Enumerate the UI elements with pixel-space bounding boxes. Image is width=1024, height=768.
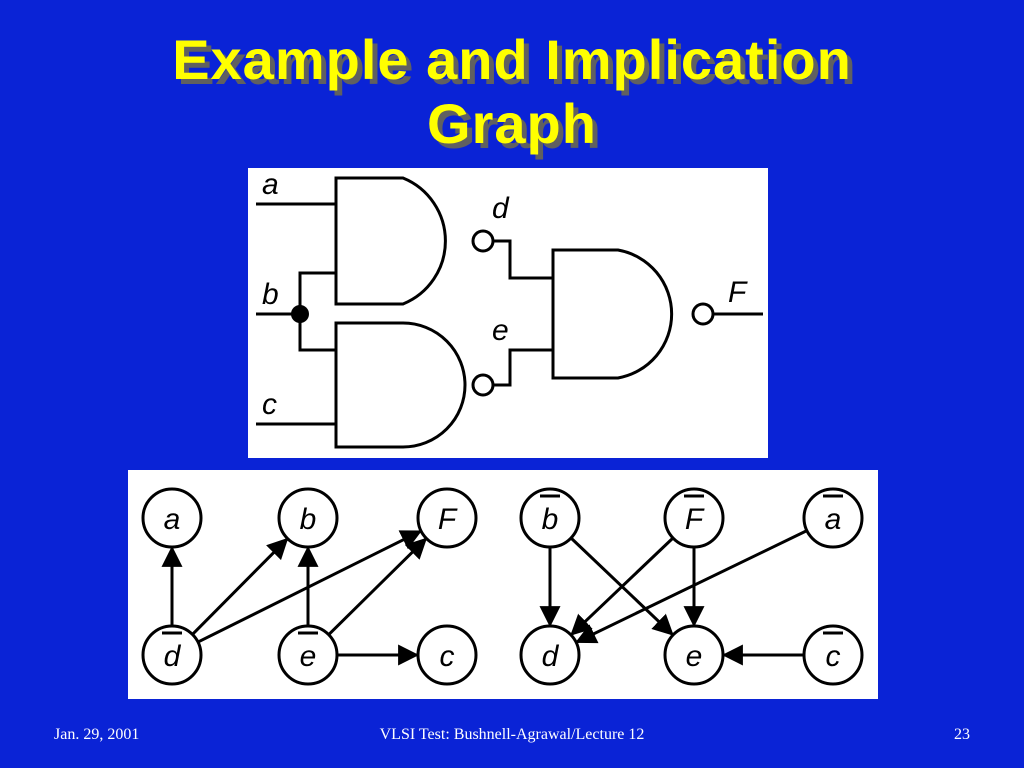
nand-gate-bottom: [334, 321, 467, 449]
label-F: F: [728, 276, 748, 309]
node-circle: [802, 487, 864, 549]
bubble-top: [471, 229, 495, 253]
node-label: d: [542, 640, 560, 673]
wire-e: [493, 348, 553, 387]
wire-b-bottom: [298, 314, 336, 352]
footer-date: Jan. 29, 2001: [54, 726, 140, 743]
title-line-2: Graph: [427, 92, 597, 155]
node-circle: [663, 487, 725, 549]
graph-node-cbar: c: [802, 624, 864, 686]
nand-gate-top: [334, 176, 447, 306]
graph-node-dbar: d: [141, 624, 203, 686]
node-circle: [141, 624, 203, 686]
node-label: F: [438, 503, 458, 536]
node-circle: [277, 487, 339, 549]
node-circle: [416, 487, 478, 549]
slide-title: Example and Implication Graph: [0, 28, 1024, 156]
graph-node-c: c: [416, 624, 478, 686]
node-label: a: [825, 503, 842, 536]
node-circle: [663, 624, 725, 686]
label-d: d: [492, 192, 510, 225]
node-circle: [141, 487, 203, 549]
label-e: e: [492, 314, 509, 347]
footer-course: VLSI Test: Bushnell-Agrawal/Lecture 12: [379, 726, 645, 743]
edge-dbar-to-b: [191, 537, 289, 636]
graph-node-d: d: [519, 624, 581, 686]
node-label: c: [826, 640, 841, 673]
bubble-bottom: [471, 373, 495, 397]
graph-node-abar: a: [802, 487, 864, 549]
bubble-output: [691, 302, 715, 326]
node-circle: [519, 487, 581, 549]
footer-page-number: 23: [954, 726, 970, 743]
title-line-1: Example and Implication: [172, 28, 852, 91]
node-label: e: [686, 640, 703, 673]
node-circle: [802, 624, 864, 686]
graph-node-b: b: [277, 487, 339, 549]
node-label: e: [300, 640, 317, 673]
node-circle: [277, 624, 339, 686]
label-a: a: [262, 168, 279, 201]
label-b: b: [262, 278, 279, 311]
graph-node-ebar: e: [277, 624, 339, 686]
graph-node-e: e: [663, 624, 725, 686]
junction-dot: [291, 305, 309, 323]
node-label: a: [164, 503, 181, 536]
node-label: c: [440, 640, 455, 673]
edge-abar-to-d: [575, 529, 808, 644]
edge-ebar-to-F: [327, 537, 428, 636]
node-circle: [416, 624, 478, 686]
graph-node-F: F: [416, 487, 478, 549]
node-circle: [519, 624, 581, 686]
wire-d: [493, 239, 553, 280]
nand-gate-output: [551, 248, 674, 380]
node-label: b: [542, 503, 559, 536]
node-label: d: [164, 640, 182, 673]
node-label: b: [300, 503, 317, 536]
label-c: c: [262, 388, 277, 421]
graph-node-a: a: [141, 487, 203, 549]
node-label: F: [685, 503, 705, 536]
graph-node-Fbar: F: [663, 487, 725, 549]
circuit-diagram: a b c d e F: [248, 168, 768, 458]
graph-node-bbar: b: [519, 487, 581, 549]
wire-b-top: [298, 271, 336, 314]
edge-Fbar-to-d: [570, 536, 675, 636]
